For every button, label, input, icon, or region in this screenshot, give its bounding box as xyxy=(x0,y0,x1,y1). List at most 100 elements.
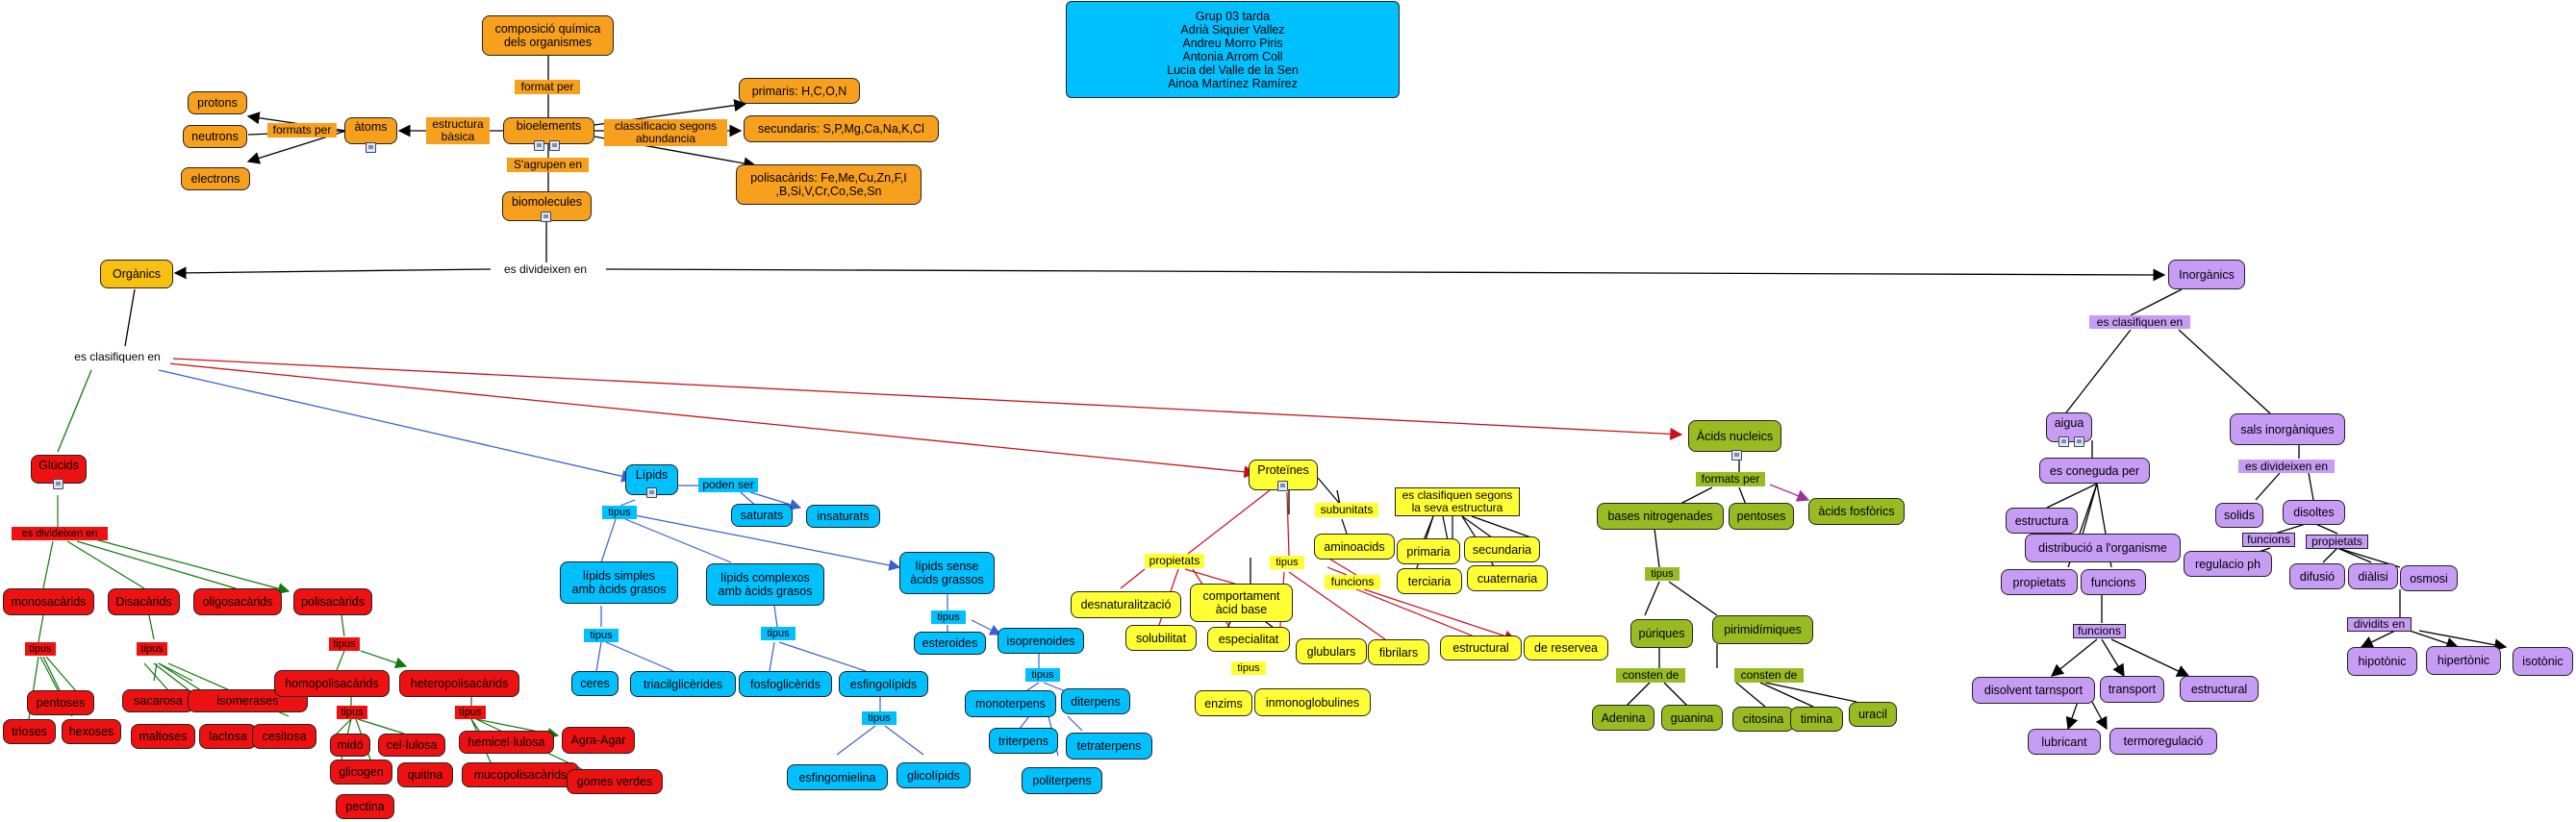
resource-icon[interactable] xyxy=(541,212,551,222)
pirimidimiques-node[interactable]: pirimidímiques xyxy=(1712,615,1813,644)
resource-icon[interactable] xyxy=(1731,450,1742,461)
maltoses-node[interactable]: maltoses xyxy=(131,724,195,749)
primaria-node[interactable]: primaria xyxy=(1397,538,1460,564)
disacarids-node[interactable]: Disacàrids xyxy=(108,588,180,615)
timina-node[interactable]: timina xyxy=(1790,707,1843,732)
hipotonic-node[interactable]: hipotònic xyxy=(2347,647,2417,676)
esfingolipids-node[interactable]: esfingolípids xyxy=(839,671,928,697)
lactosa-node[interactable]: lactosa xyxy=(199,724,257,749)
neutrons-node[interactable]: neutrons xyxy=(183,125,247,148)
de-reservea-node[interactable]: de reservea xyxy=(1524,635,1608,660)
resource-icon[interactable] xyxy=(2058,436,2069,447)
propietats-inorg-node[interactable]: propietats xyxy=(2001,569,2078,595)
resource-icon[interactable] xyxy=(534,140,544,151)
composicio-node[interactable]: composició química dels organismes xyxy=(482,15,614,56)
guanina-node[interactable]: guanina xyxy=(1661,705,1723,731)
terciaria-node[interactable]: terciaria xyxy=(1397,568,1462,594)
cellulosa-node[interactable]: cel·lulosa xyxy=(378,734,445,757)
citosina-node[interactable]: citosina xyxy=(1732,707,1794,732)
secundaris-node[interactable]: secundaris: S,P,Mg,Ca,Na,K,Cl xyxy=(744,115,939,142)
organics-node[interactable]: Orgànics xyxy=(100,260,173,288)
estructural-prot-node[interactable]: estructural xyxy=(1440,635,1522,660)
termoregulacio-node[interactable]: termoregulació xyxy=(2109,728,2217,755)
trioses-node[interactable]: trioses xyxy=(3,719,56,744)
lipids-simples-node[interactable]: lípids simples amb àcids grasos xyxy=(560,561,678,604)
tetraterpens-node[interactable]: tetraterpens xyxy=(1066,733,1152,760)
disoltes-node[interactable]: disoltes xyxy=(2283,500,2345,525)
politerpens-node[interactable]: politerpens xyxy=(1022,767,1102,794)
desnaturalitzacio-node[interactable]: desnaturalització xyxy=(1071,591,1181,618)
disolvent-node[interactable]: disolvent tarnsport xyxy=(1972,677,2095,704)
solids-node[interactable]: solids xyxy=(2215,503,2263,528)
estructural-inorg-node[interactable]: estructural xyxy=(2180,676,2259,702)
quitina-node[interactable]: quitina xyxy=(397,762,453,787)
solubilitat-node[interactable]: solubilitat xyxy=(1125,625,1197,651)
polisacarids-node[interactable]: polisacàrids: Fe,Me,Cu,Zn,F,I ,B,Si,V,Cr… xyxy=(736,164,922,205)
especialitat-node[interactable]: especialitat xyxy=(1207,627,1290,652)
resource-icon[interactable] xyxy=(1277,481,1288,491)
electrons-node[interactable]: electrons xyxy=(181,167,250,190)
puriques-node[interactable]: púriques xyxy=(1630,619,1693,648)
glicogen-node[interactable]: glicogen xyxy=(330,760,392,785)
resource-icon[interactable] xyxy=(2074,436,2084,447)
heteropolisacarids-node[interactable]: heteropolisacàrids xyxy=(399,670,519,697)
resource-icon[interactable] xyxy=(549,140,560,151)
triacilglicerides-node[interactable]: triacilglicèrides xyxy=(630,671,736,697)
monosacarids-node[interactable]: monosacàrids xyxy=(3,588,94,615)
acids-fosforics-node[interactable]: àcids fosfòrics xyxy=(1808,498,1905,525)
fosfogliceride-node[interactable]: fosfoglicèrids xyxy=(739,671,832,697)
enzims-node[interactable]: enzims xyxy=(1195,690,1252,716)
esteroides-node[interactable]: esteroides xyxy=(914,632,986,655)
isoprenoides-node[interactable]: isoprenoides xyxy=(998,628,1084,654)
insaturats-node[interactable]: insaturats xyxy=(806,505,880,528)
sals-inorganiques-node[interactable]: sals inorgàniques xyxy=(2230,413,2345,445)
fibrilars-node[interactable]: fibrilars xyxy=(1368,639,1429,665)
es-coneguda-per-node[interactable]: es coneguda per xyxy=(2039,458,2150,484)
glubulars-node[interactable]: glubulars xyxy=(1296,638,1367,664)
pentoses-glucid-node[interactable]: pentoses xyxy=(27,690,94,715)
pectina-node[interactable]: pectina xyxy=(336,794,394,819)
lipids-complexos-node[interactable]: lípids complexos amb àcids grasos xyxy=(706,563,824,606)
lipids-sense-node[interactable]: lípids sense àcids grassos xyxy=(899,552,995,594)
distribucio-node[interactable]: distribució a l'organisme xyxy=(2025,534,2181,562)
glicolipids-node[interactable]: glicolípids xyxy=(897,762,971,788)
polisacarids-glucid-node[interactable]: polisacàrids xyxy=(293,588,372,615)
resource-icon[interactable] xyxy=(53,479,63,489)
diterpens-node[interactable]: diterpens xyxy=(1061,688,1130,714)
inorganics-node[interactable]: Inorgànics xyxy=(2168,260,2245,289)
lubricant-node[interactable]: lubricant xyxy=(2028,729,2101,755)
regulacio-ph-node[interactable]: regulacio ph xyxy=(2184,551,2272,577)
resource-icon[interactable] xyxy=(646,487,657,498)
aminoacids-node[interactable]: aminoacids xyxy=(1314,534,1395,560)
secundaria-node[interactable]: secundaria xyxy=(1464,536,1540,562)
adenina-node[interactable]: Adenina xyxy=(1592,705,1654,731)
sacarosa-node[interactable]: sacarosa xyxy=(122,689,194,712)
cuaternaria-node[interactable]: cuaternaria xyxy=(1467,565,1548,591)
gomes-verdes-node[interactable]: gomes verdes xyxy=(567,769,663,794)
primaris-node[interactable]: primaris: H,C,O,N xyxy=(739,78,860,104)
esfingomielina-node[interactable]: esfingomielina xyxy=(787,764,888,790)
resource-icon[interactable] xyxy=(366,142,376,153)
monoterpens-node[interactable]: monoterpens xyxy=(965,690,1056,717)
acids-nucleics-node[interactable]: Àcids nucleics xyxy=(1688,420,1781,452)
uracil-node[interactable]: uracil xyxy=(1849,702,1897,727)
comportament-node[interactable]: comportament àcid base xyxy=(1190,584,1293,622)
atoms-node[interactable]: àtoms xyxy=(344,117,397,144)
transport-node[interactable]: transport xyxy=(2100,676,2164,703)
aigua-node[interactable]: aigua xyxy=(2046,412,2092,442)
bases-nitrogenades-node[interactable]: bases nitrogenades xyxy=(1597,503,1724,530)
homopolisacarids-node[interactable]: homopolisacàrids xyxy=(274,670,390,697)
isotonic-node[interactable]: isotònic xyxy=(2513,647,2573,676)
difusio-node[interactable]: difusió xyxy=(2289,563,2345,589)
osmosi-node[interactable]: osmosi xyxy=(2400,565,2458,591)
ceres-node[interactable]: ceres xyxy=(571,671,619,696)
hemicellulosa-node[interactable]: hemicel·lulosa xyxy=(459,731,554,754)
oligosacarids-node[interactable]: oligosacàrids xyxy=(193,588,282,615)
agra-agar-node[interactable]: Agra-Agar xyxy=(562,727,635,754)
protons-node[interactable]: protons xyxy=(188,91,247,114)
saturats-node[interactable]: saturats xyxy=(731,504,793,527)
mido-node[interactable]: midó xyxy=(330,734,370,757)
inmonoglobulines-node[interactable]: inmonoglobulines xyxy=(1254,688,1371,716)
pentoses-acids-node[interactable]: pentoses xyxy=(1729,503,1794,530)
estructura-node[interactable]: estructura xyxy=(2006,508,2078,534)
